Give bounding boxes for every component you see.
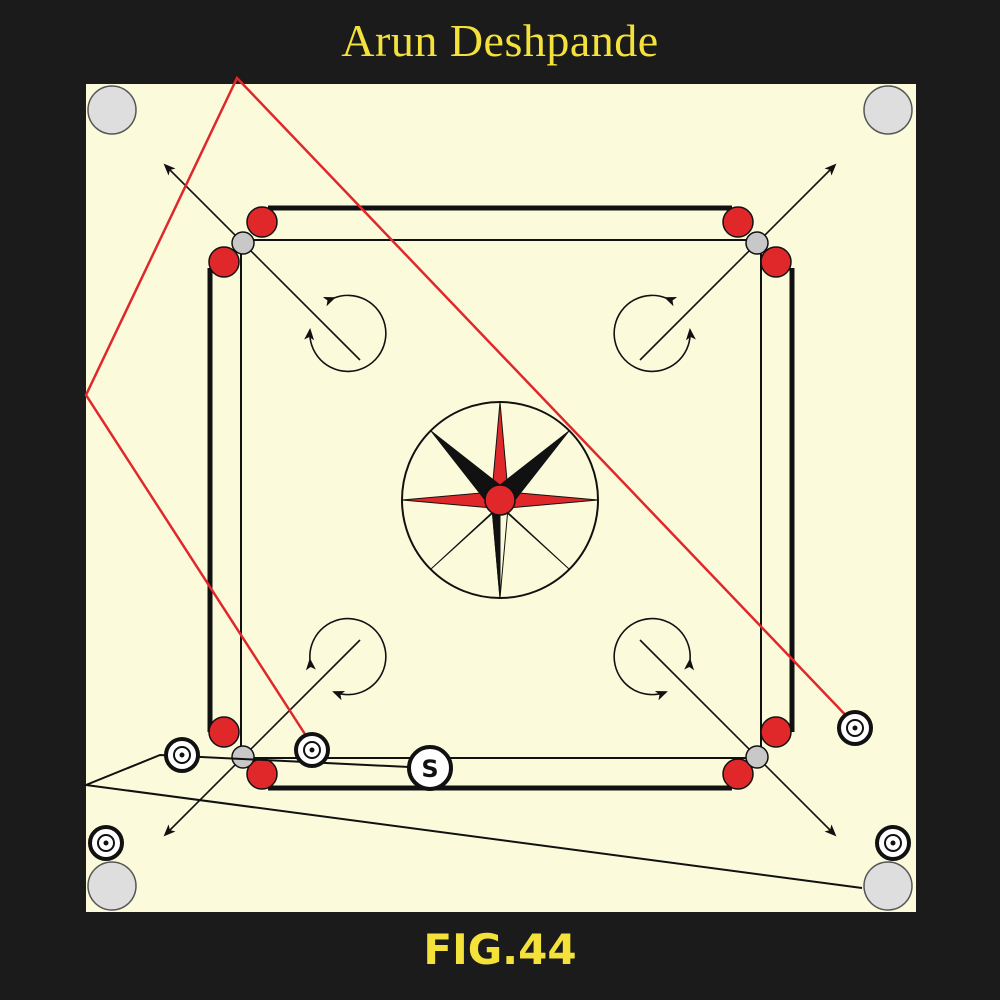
- striker-shot-lines: [82, 753, 863, 889]
- figure-label: FIG.44: [423, 925, 577, 974]
- pocket-bottom-right: [863, 861, 913, 911]
- black-coins: [88, 710, 911, 861]
- baseline-gray-circles: [231, 231, 769, 769]
- red-shot-path: [84, 75, 856, 746]
- baseline-red-circles: [208, 206, 792, 790]
- striker-label: S: [421, 755, 438, 783]
- center-star: [401, 401, 599, 599]
- black-coin: [875, 825, 911, 861]
- corner-pockets: [87, 85, 913, 911]
- black-coin: [837, 710, 873, 746]
- black-coin: [88, 825, 124, 861]
- black-coin: [164, 737, 200, 773]
- baselines: [207, 205, 795, 791]
- black-coin: [294, 732, 330, 768]
- pocket-bottom-left: [87, 861, 137, 911]
- rotation-arcs: [304, 294, 696, 701]
- pocket-top-right: [863, 85, 913, 135]
- author-name: Arun Deshpande: [341, 15, 659, 66]
- striker: S: [407, 745, 453, 791]
- pocket-top-left: [87, 85, 137, 135]
